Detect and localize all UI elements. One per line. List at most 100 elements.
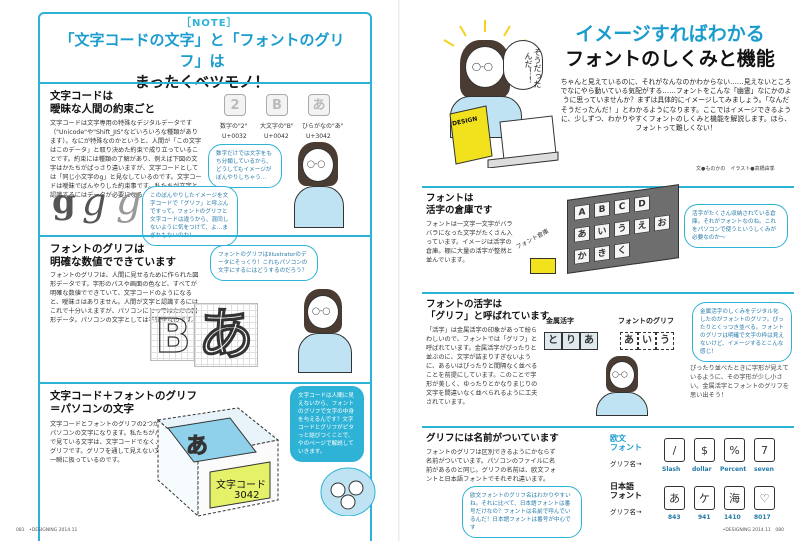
speech-bubble: 文字コードは人間に見えないから、フォントのグリフで文字の中身を与えるんです？文字… — [290, 386, 364, 462]
glyph-key: き — [594, 244, 610, 263]
glyph-g-italic: g — [82, 180, 107, 224]
glyph-crate — [530, 258, 556, 274]
credit: 文●ものかの イラスト●高橋由季 — [696, 166, 775, 172]
woman-illustration: ◯‐◯ — [290, 287, 360, 373]
note-tag: ［NOTE］ — [181, 18, 238, 29]
speech-bubble: 数字だけでは文字をもち分類しているから、どうしてもイメージがぼんやりしちゃう… — [208, 144, 282, 188]
japanese-font-label: 日本語 フォント — [610, 482, 642, 500]
section-body: フォントのグリフは、人間に見せるために作られた図形データです。字形のパスや画面の… — [50, 272, 199, 324]
cube-glyph: あ — [185, 434, 209, 460]
font-glyph: い — [638, 332, 656, 350]
code-label-B: 大文字の"B" — [260, 123, 294, 130]
glyph-key: B — [594, 200, 610, 219]
section-title: 文字コードは 曖昧な人間の約束ごと — [50, 90, 155, 115]
cube-code-label: 文字コード — [216, 480, 266, 491]
font-glyph: う — [656, 332, 674, 350]
code-label-a: ひらがなの"あ" — [302, 123, 344, 130]
code-value-2: U+0032 — [222, 133, 247, 140]
right-page: ◯‐◯ そうだったんだ！！ DESIGN イメージすればわかる フォントのしくみ… — [400, 0, 800, 541]
woman-illustration: ◯‐◯ — [288, 140, 348, 228]
section-body: フォントのグリフは区別できるようにかならず名前がついています。パソコンのファイル… — [426, 449, 556, 483]
glyph-g-bold: g — [52, 182, 76, 222]
code-value-a: U+3042 — [306, 133, 331, 140]
glyph-key: A — [574, 203, 590, 221]
section-body: 文字コードは文字専用の特殊なデジタルデータです（"Unicode"や"Shift… — [50, 120, 202, 199]
glyph-name-label: グリフ名→ — [610, 508, 642, 516]
font-glyph-label: フォントのグリフ — [618, 317, 674, 325]
page-footer: •DESIGNING 2014.11 080 — [722, 528, 784, 533]
glyph-key: か — [574, 247, 590, 265]
code-glyph-cube — [156, 407, 280, 518]
glyph-key: お — [654, 214, 670, 232]
latin-glyph: 7 — [754, 438, 775, 462]
latin-glyph: % — [724, 438, 745, 462]
metal-type: り — [562, 332, 580, 350]
speech-bubble: そうだったんだ！！ — [503, 40, 543, 90]
warehouse-label: フォント倉庫 — [514, 227, 551, 251]
page-title-line2: フォントのしくみと機能 — [565, 48, 775, 70]
section-glyph-name: フォントの活字は 「グリフ」と呼ばれています 「活字」は金属活字の印象があって紛… — [422, 292, 794, 418]
latin-glyph-name: dollar — [692, 466, 712, 473]
glyph-g-script: g — [116, 178, 142, 224]
speech-bubble: 金属活字のしくみをデジタル化したのがフォントのグリフ。ぴったりとくっつき並べる。… — [692, 302, 792, 362]
page-footer: 081 •DESIGNING 2014.11 — [16, 528, 78, 533]
note-title-line1: 「文字コードの文字」と「フォントのグリフ」は — [59, 31, 345, 70]
glyph-key: え — [634, 217, 650, 235]
char-box-a: あ — [308, 94, 330, 116]
section-body: 「活字」は金属活字の印象があって紛らわしいので、フォントでは「グリフ」と呼ばれて… — [426, 327, 538, 406]
japanese-glyph: 海 — [724, 486, 745, 510]
section-character-code: 文字コードは 曖昧な人間の約束ごと 文字コードは文字専用の特殊なデジタルデータで… — [38, 82, 372, 246]
glyph-name-label: グリフ名→ — [610, 460, 642, 468]
laptop-illustration — [449, 105, 559, 168]
metal-type-label: 金属活字 — [546, 317, 574, 325]
section-title: フォントの活字は 「グリフ」と呼ばれています — [426, 299, 550, 322]
glyph-warehouse-shelf: A B C D あ い う え お か き く — [567, 184, 679, 274]
code-value-B: U+0042 — [264, 133, 289, 140]
japanese-glyph-id: 1410 — [724, 514, 741, 521]
left-page: ［NOTE］ 「文字コードの文字」と「フォントのグリフ」は まったくベツモノ！ … — [16, 12, 376, 541]
grid-glyph-B: B — [150, 309, 196, 363]
crowd-illustration — [320, 467, 376, 516]
glyph-key: D — [634, 195, 650, 213]
metal-type: あ — [580, 332, 598, 350]
latin-glyph-name: Slash — [662, 466, 681, 473]
cube-code-value: 3042 — [234, 490, 260, 501]
latin-glyph-name: seven — [754, 466, 774, 473]
japanese-glyph-id: 843 — [668, 514, 681, 521]
section-body: 文字コードとフォントのグリフの2つが結びつくと、パソコンの文字になります。私たち… — [50, 421, 196, 464]
speech-bubble: フォントのグリフはIllustratorのデータにそっくり！これもパソコンの文字… — [210, 245, 318, 281]
latin-glyph: / — [664, 438, 685, 462]
section-body: フォントは一文字一文字がバラバラになった文字がたくさん入っています。イメージは活… — [426, 221, 513, 264]
section-note: ぴったり並べたときに字形が見えているように、その字形が少し小さい。金属活字とフォ… — [690, 365, 789, 399]
char-box-B: B — [266, 94, 288, 116]
note-title: 「文字コードの文字」と「フォントのグリフ」は まったくベツモノ！ — [52, 30, 352, 93]
section-title: フォントのグリフは 明確な数値でできています — [50, 243, 176, 268]
section-code-plus-glyph: 文字コード＋フォントのグリフ ＝パソコンの文字 文字コードとフォントのグリフの2… — [38, 382, 376, 522]
font-glyph: あ — [620, 332, 638, 350]
latin-glyph: $ — [694, 438, 715, 462]
glyph-key: う — [614, 220, 630, 238]
glyph-key: く — [614, 242, 630, 260]
section-title: 文字コード＋フォントのグリフ ＝パソコンの文字 — [50, 390, 197, 415]
glyph-key: あ — [574, 225, 590, 243]
section-font-warehouse: フォントは 活字の倉庫です フォントは一文字一文字がバラバラになった文字がたくさ… — [422, 186, 794, 284]
japanese-glyph: ケ — [694, 486, 715, 510]
latin-font-label: 欧文 フォント — [610, 434, 642, 452]
section-title: フォントは 活字の倉庫です — [426, 193, 493, 216]
page-title: イメージすればわかる フォントのしくみと機能 — [550, 22, 790, 72]
section-title: グリフには名前がついています — [426, 433, 559, 444]
char-box-2: 2 — [224, 94, 246, 116]
grid-glyph-a: あ — [194, 303, 258, 368]
japanese-glyph-id: 941 — [698, 514, 711, 521]
page-title-line1: イメージすればわかる — [575, 23, 765, 45]
glyph-key: い — [594, 222, 610, 241]
japanese-glyph: ♡ — [754, 486, 775, 510]
japanese-glyph: あ — [664, 486, 685, 510]
lead-paragraph: ちゃんと見えているのに、それがなんなのかわからない……見えないところでなにやら動… — [560, 78, 792, 133]
speech-bubble: 活字がたくさん収納されている倉庫。それがフォントなのね。これをパソコンで使うとい… — [684, 204, 788, 248]
section-glyph-names: グリフには名前がついています フォントのグリフは区別できるようにかならず名前がつ… — [422, 426, 794, 538]
code-label-2: 数字の"2" — [220, 123, 248, 130]
glyph-key: C — [614, 198, 630, 216]
speech-bubble: 欧文フォントのグリフ名はわかりやすいね。それに比べて、日本語フォントは番号だけな… — [462, 486, 582, 538]
japanese-glyph-id: 8017 — [754, 514, 771, 521]
